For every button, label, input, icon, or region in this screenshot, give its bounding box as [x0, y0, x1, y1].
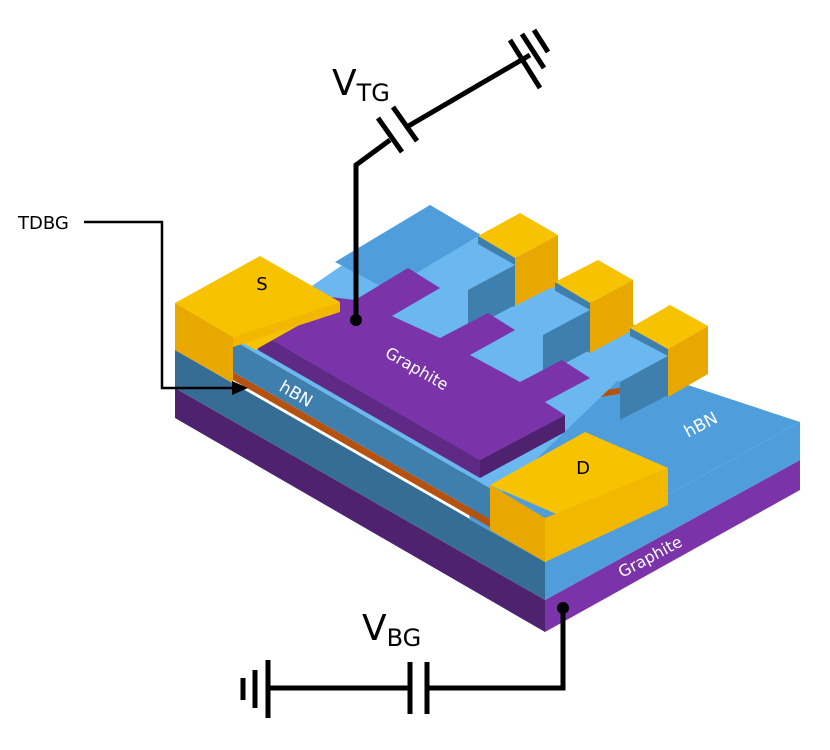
bottom-graphite-front	[175, 388, 545, 632]
top-capacitor-plate-1	[375, 116, 405, 154]
tdbg-pointer-line	[84, 220, 236, 390]
drain-electrode	[490, 432, 668, 562]
hbn-ridge-2-side	[543, 310, 590, 375]
top-graphite-gate	[258, 268, 590, 478]
bottom-graphite-layer	[175, 388, 800, 632]
back-gate-circuit	[240, 608, 566, 718]
top-graphite-gate-front	[258, 332, 480, 478]
top-gate-contact-dot	[350, 314, 362, 326]
drain-top	[490, 432, 668, 520]
tdbg-label: TDBG	[17, 213, 69, 234]
source-top	[175, 256, 340, 350]
top-ground-bar-3	[531, 28, 551, 54]
bottom-graphite-right	[545, 460, 800, 632]
top-gate-wire	[353, 137, 392, 320]
top-graphite-gate-right	[480, 415, 565, 478]
source-electrode	[175, 256, 340, 383]
top-ground-bar-2	[519, 32, 547, 70]
top-hbn-front	[233, 340, 500, 525]
vtg-label: VTG	[332, 63, 390, 107]
tdbg-layer	[233, 372, 500, 533]
hbn-ridge-2	[503, 288, 590, 335]
top-gate-wire-upper	[403, 52, 532, 131]
source-right	[233, 302, 340, 347]
top-gate-circuit	[353, 28, 551, 320]
vbg-label: VBG	[362, 608, 421, 652]
hbn-ridge-1-side	[468, 265, 515, 330]
bottom-hbn-front	[175, 350, 545, 600]
tdbg-arrowhead	[232, 381, 248, 395]
hbn-ridge-1	[430, 244, 515, 290]
back-gate-contact-dot	[557, 602, 569, 614]
top-graphite-gate-top	[258, 268, 590, 460]
bottom-hbn-right	[545, 422, 800, 600]
source-front	[175, 303, 233, 383]
hbn-back-block	[335, 205, 480, 290]
drain-front	[490, 485, 545, 562]
drain-label: D	[576, 458, 590, 479]
drain-right	[545, 468, 668, 562]
source-label: S	[256, 274, 267, 295]
hbn-ridge-3-side	[620, 356, 668, 420]
top-capacitor-plate-2	[390, 105, 420, 143]
back-gate-wire	[427, 608, 566, 691]
top-ground-bar-1	[507, 38, 543, 90]
hbn-ridge-3	[580, 335, 668, 382]
